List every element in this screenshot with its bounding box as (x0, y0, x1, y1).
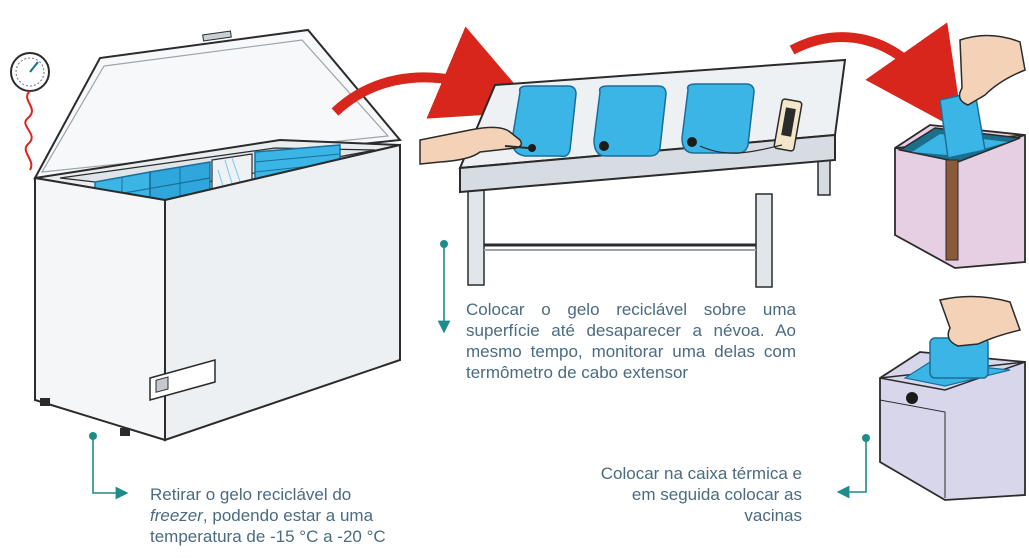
ice-pack-icon (511, 83, 755, 158)
red-curved-arrow-icon (331, 26, 539, 119)
connector-freezer (89, 432, 129, 500)
thermometer-dial-icon (10, 52, 50, 171)
probe-thermometer-icon (699, 98, 803, 154)
red-curved-arrow-icon (789, 22, 964, 133)
connector-table (437, 240, 451, 334)
chest-freezer (10, 28, 402, 442)
caption-freezer-text-after: , podendo estar a uma temperatura de -15… (150, 506, 386, 546)
caption-table-step: Colocar o gelo reciclável sobre uma supe… (466, 300, 796, 382)
cooler-box-lilac (879, 295, 1026, 501)
hand-icon (939, 295, 1021, 347)
caption-freezer-italic: freezer (150, 506, 203, 525)
hand-icon (419, 126, 536, 165)
caption-freezer-step: Retirar o gelo reciclável do freezer, po… (150, 484, 410, 547)
connector-box (836, 434, 870, 499)
cooler-box-pink (894, 34, 1026, 269)
hand-icon (958, 34, 1026, 106)
caption-box-step: Colocar na caixa térmica e em seguida co… (600, 464, 802, 525)
table (419, 58, 847, 288)
caption-freezer-text-before: Retirar o gelo reciclável do (150, 485, 352, 504)
